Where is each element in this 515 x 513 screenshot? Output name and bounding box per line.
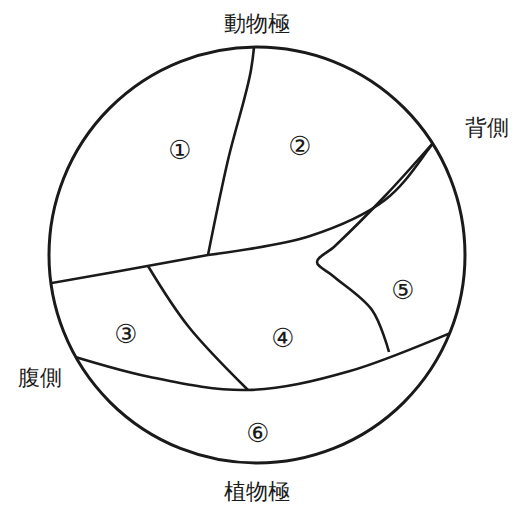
embryo-outline <box>49 47 465 463</box>
boundary-line <box>317 135 440 352</box>
boundary-line <box>18 255 208 289</box>
region-number: ⑥ <box>246 420 269 446</box>
region-number: ① <box>168 137 191 163</box>
region-number: ④ <box>271 325 294 351</box>
region-number: ⑤ <box>391 277 414 303</box>
region-number: ③ <box>114 321 137 347</box>
boundary-line <box>208 100 460 255</box>
boundary-line <box>208 20 256 255</box>
region-number: ② <box>288 133 311 159</box>
pole-label: 動物極 <box>224 13 290 35</box>
boundary-line <box>148 266 248 390</box>
side-label: 腹側 <box>18 367 62 389</box>
side-label: 背側 <box>465 117 509 139</box>
pole-label: 植物極 <box>224 481 290 503</box>
